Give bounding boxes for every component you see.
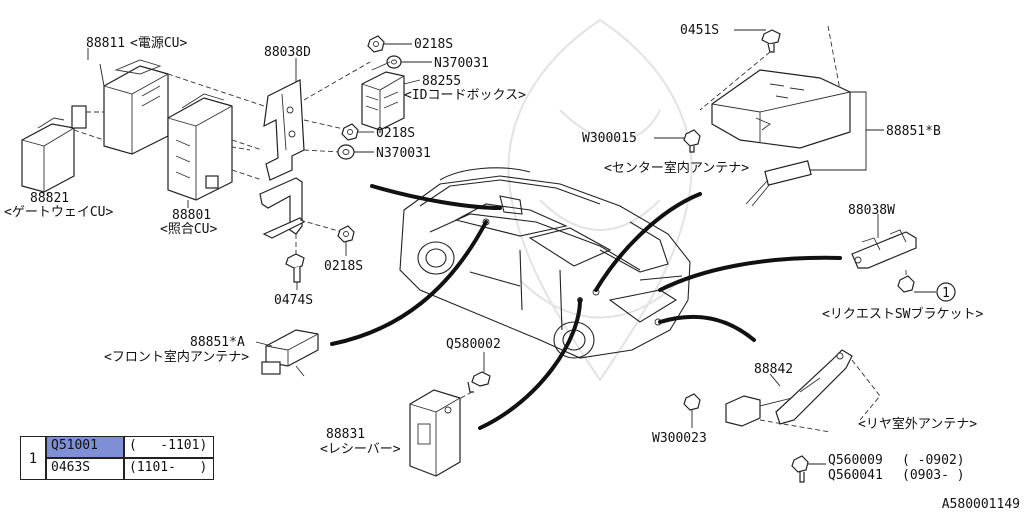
watermark-emblem	[507, 18, 693, 382]
request-sw-bracket-name: <リクエストSWブラケット>	[822, 306, 983, 322]
id-code-box-number: 88255	[422, 74, 461, 89]
id-code-box-part[interactable]	[361, 61, 405, 131]
center-antenna-part[interactable]	[711, 69, 851, 207]
bolt-0451s-number: 0451S	[680, 23, 719, 38]
washer-n370031-a-number: N370031	[434, 56, 489, 71]
vehicle-outline	[399, 167, 691, 359]
bolt-0451s[interactable]	[761, 29, 781, 53]
bracket-d-number: 88038D	[264, 45, 311, 60]
nut-0218s-c[interactable]	[337, 225, 355, 243]
center-antenna-name: <センター室内アンテナ>	[604, 160, 749, 176]
location-line-receiver	[478, 298, 582, 430]
collation-cu-dash-lines	[231, 139, 263, 181]
receiver-part[interactable]	[409, 389, 461, 477]
ref-table-row-1-range: ( -1101)	[124, 436, 214, 458]
ref-table-ref: 1	[28, 451, 38, 467]
collation-cu-number: 88801	[172, 208, 211, 223]
bolt-0474s-number: 0474S	[274, 293, 313, 308]
nut-0218s-b-number: 0218S	[376, 126, 415, 141]
id-code-box-lead	[403, 79, 421, 85]
power-cu-dash-lines	[73, 73, 271, 151]
rear-antenna-dash-lines	[759, 359, 881, 433]
location-line-idbox	[370, 184, 502, 210]
ref-table-row-2-part[interactable]: 0463S	[46, 458, 124, 480]
bracket-d-dash-lines	[295, 61, 371, 258]
request-sw-bolt[interactable]	[897, 270, 915, 293]
gateway-cu-name: <ゲートウェイCU>	[4, 205, 113, 220]
ref-table-row-2-range: (1101- )	[124, 458, 214, 480]
diagram-code: A580001149	[941, 497, 1020, 512]
bolt-0474s[interactable]	[285, 253, 305, 283]
rear-antenna-number: 88842	[754, 362, 793, 377]
location-line-center-antenna	[594, 192, 702, 292]
ref-table-row-1-part[interactable]: Q51001	[46, 436, 124, 458]
front-antenna-lead	[255, 341, 273, 347]
front-antenna-name: <フロント室内アンテナ>	[104, 349, 249, 365]
screw-w300023[interactable]	[683, 393, 701, 411]
collation-cu-name: <照合CU>	[160, 222, 217, 237]
bolt-q580002-number: Q580002	[446, 337, 501, 352]
center-antenna-bracket-lead	[810, 91, 884, 171]
washer-n370031-b[interactable]	[337, 144, 355, 160]
bolt-q560041-number: Q560041	[828, 468, 883, 483]
power-cu-name: <電源CU>	[130, 36, 187, 51]
bracket-w-part[interactable]	[851, 229, 917, 269]
center-antenna-number: 88851*B	[886, 124, 941, 139]
request-sw-ref: 1	[942, 286, 950, 301]
center-antenna-dash-lines	[699, 25, 841, 111]
washer-n370031-b-number: N370031	[376, 146, 431, 161]
id-code-box-name: <IDコードボックス>	[404, 88, 526, 103]
collation-cu-part[interactable]	[167, 93, 233, 201]
power-cu-lead	[87, 48, 105, 87]
power-cu-part[interactable]	[103, 59, 169, 155]
nut-0218s-a-number: 0218S	[414, 37, 453, 52]
nut-0218s-b[interactable]	[341, 123, 359, 141]
bracket-d-part[interactable]	[259, 79, 306, 239]
gateway-cu-number: 88821	[30, 191, 69, 206]
screw-w300015[interactable]	[683, 129, 701, 153]
bolt-q560009[interactable]	[791, 455, 809, 483]
location-line-rear-antenna	[658, 314, 756, 342]
rear-antenna-lead	[769, 373, 781, 387]
bolt-q560009-number: Q560009	[828, 453, 883, 468]
request-sw-ref-circle	[936, 282, 956, 302]
bolt-q580002[interactable]	[467, 371, 491, 393]
front-antenna-number: 88851*A	[190, 335, 245, 350]
screw-w300023-number: W300023	[652, 431, 707, 446]
bolt-q560009-range: ( -0902)	[902, 453, 965, 468]
bracket-w-number: 88038W	[848, 203, 895, 218]
location-line-request-sw	[658, 255, 842, 292]
location-line-front-antenna	[330, 220, 488, 346]
screw-w300015-number: W300015	[582, 131, 637, 146]
nut-0218s-a[interactable]	[367, 35, 385, 53]
rear-antenna-part[interactable]	[725, 349, 853, 427]
power-cu-number: 88811	[86, 36, 125, 51]
receiver-number: 88831	[326, 427, 365, 442]
gateway-cu-part[interactable]	[21, 105, 87, 193]
nut-0218s-c-number: 0218S	[324, 259, 363, 274]
bolt-q560041-range: (0903- )	[902, 468, 965, 483]
rear-antenna-name: <リヤ室外アンテナ>	[858, 416, 977, 432]
receiver-name: <レシーバー>	[320, 442, 401, 457]
ref-table-circle: 1	[20, 436, 46, 480]
front-antenna-part[interactable]	[261, 329, 319, 377]
